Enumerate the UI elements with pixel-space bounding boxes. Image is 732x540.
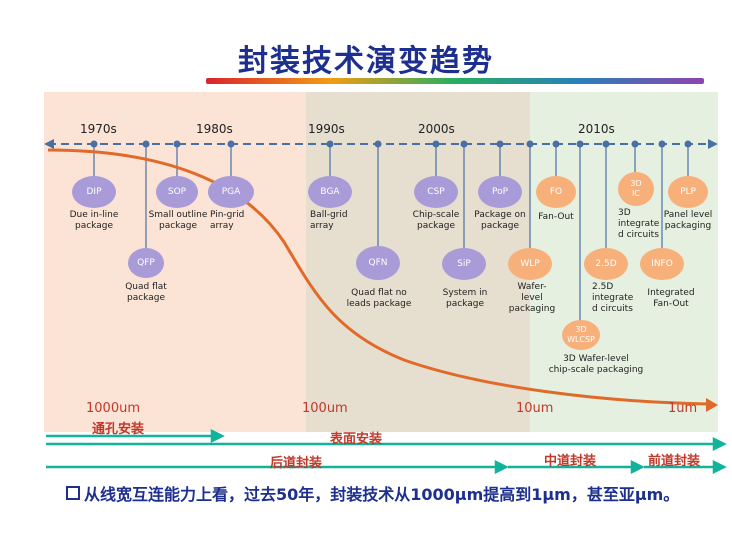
node-sip: SiP (442, 248, 486, 280)
summary-text: 从线宽互连能力上看，过去50年，封装技术从1000μm提高到1μm，甚至亚μm。 (84, 485, 680, 504)
scale-10um: 10um (516, 401, 554, 416)
label-surface-mount: 表面安装 (330, 432, 383, 447)
label-front-end: 前道封装 (648, 454, 701, 469)
label-middle-end: 中道封装 (544, 454, 597, 469)
label-qfp: Quad flat package (125, 282, 167, 303)
label-fo: Fan-Out (538, 212, 574, 222)
label-sop: Small outline package (148, 210, 208, 231)
label-csp: Chip-scale package (412, 210, 460, 231)
decade-1970s: 1970s (80, 122, 117, 136)
timeline-connectors (93, 144, 689, 322)
title-underline (206, 78, 704, 84)
timeline-lines (44, 139, 718, 412)
label-back-end: 后道封装 (270, 456, 323, 471)
label-pga: Pin-grid array (210, 210, 245, 231)
label-3d-wlcsp: 3D Wafer-level chip-scale packaging (548, 354, 644, 375)
decade-2010s: 2010s (578, 122, 615, 136)
node-csp: CSP (414, 176, 458, 208)
label-3d-ic: 3D integrate d circuits (618, 208, 660, 240)
scale-100um: 100um (302, 401, 348, 416)
node-pop: PoP (478, 176, 522, 208)
label-dip: Due in-line package (69, 210, 119, 231)
decade-2000s: 2000s (418, 122, 455, 136)
node-wlp: WLP (508, 248, 552, 280)
node-plp: PLP (668, 176, 708, 208)
node-qfp: QFP (128, 248, 164, 278)
trend-curve-arrowhead (706, 398, 718, 412)
label-bga: Ball-grid array (310, 210, 348, 231)
label-through-hole: 通孔安装 (92, 422, 145, 437)
node-3d-wlcsp: 3D WLCSP (562, 320, 600, 350)
node-info: INFO (640, 248, 684, 280)
label-sip: System in package (442, 288, 488, 309)
era-1990s-2000s-background (306, 92, 530, 432)
decade-1980s: 1980s (196, 122, 233, 136)
node-sop: SOP (156, 176, 198, 208)
scaling-trend-curve (47, 148, 709, 406)
node-pga: PGA (208, 176, 254, 208)
scale-1um: 1um (668, 401, 698, 416)
timeline-dots (90, 140, 692, 148)
node-qfn: QFN (356, 246, 400, 280)
node-bga: BGA (308, 176, 352, 208)
decade-1990s: 1990s (308, 122, 345, 136)
node-3d-ic: 3D IC (618, 172, 654, 206)
summary-bullet: 从线宽互连能力上看，过去50年，封装技术从1000μm提高到1μm，甚至亚μm。 (66, 484, 706, 506)
node-fo: FO (536, 176, 576, 208)
scale-1000um: 1000um (86, 401, 140, 416)
node-2-5d: 2.5D (584, 248, 628, 280)
label-wlp: Wafer- level packaging (508, 282, 556, 314)
node-dip: DIP (72, 176, 116, 208)
era-1970s-1980s-background (44, 92, 306, 432)
page-title: 封装技术演变趋势 (238, 44, 494, 79)
label-2-5d: 2.5D integrate d circuits (592, 282, 634, 314)
label-pop: Package on package (474, 210, 526, 231)
packaging-timeline-diagram: 1970s 1980s 1990s 2000s 2010s DIP Due in… (44, 92, 718, 432)
bullet-square-icon (66, 486, 80, 500)
timeline-right-arrowhead (708, 139, 718, 149)
label-info: Integrated Fan-Out (647, 288, 695, 309)
timeline-left-arrowhead (44, 139, 54, 149)
label-plp: Panel level packaging (663, 210, 713, 231)
label-qfn: Quad flat no leads package (346, 288, 412, 309)
